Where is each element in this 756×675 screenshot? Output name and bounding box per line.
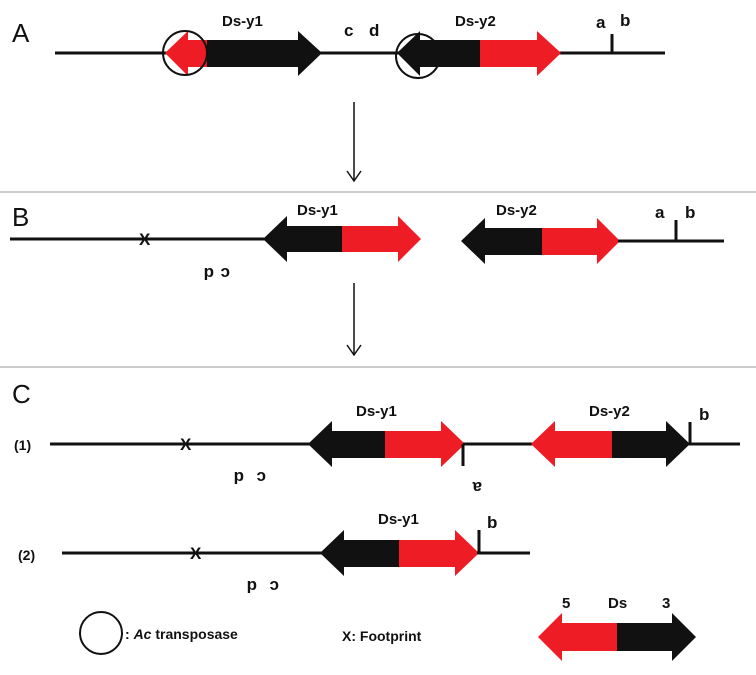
ds-y1-element [263,216,421,262]
ds-black-segment [617,613,696,661]
ds-y2-black-segment [461,218,542,264]
panel-c-letter: C [12,379,31,409]
footprint-mark: X [190,544,202,563]
marker-a: a [655,203,665,222]
ds-y1-red-segment [399,530,479,576]
row-2-tag: (2) [18,547,35,563]
marker-b: b [699,405,709,424]
ds-y1-black-segment [320,530,399,576]
ds-y1-black-segment [207,31,322,76]
panel-b: B X d c Ds-y1 Ds-y2 a b [10,202,724,283]
legend: : Ac transposase X: Footprint 5 Ds 3 [79,595,696,661]
ac-transposase-icon [395,33,441,79]
footprint-mark: X [180,435,192,454]
ds-y1-red-segment [385,421,465,467]
marker-d: d [369,21,379,40]
marker-c-inverted: c [221,264,230,283]
ds-y1-element [165,31,322,76]
ds-y2-label: Ds-y2 [496,202,537,219]
marker-a: a [596,13,606,32]
ds-y2-black-segment [397,31,480,76]
legend-transposase: : Ac transposase [125,626,238,642]
marker-c-inverted: c [270,577,279,596]
ds-y1-red-segment [165,31,207,76]
legend-footprint: X: Footprint [342,628,422,644]
marker-c-inverted: c [257,468,266,487]
ds-red-segment [538,613,617,661]
arrow-a-to-b [346,102,362,183]
ds-y1-element [320,530,479,576]
ds-y1-label: Ds-y1 [222,13,263,30]
ds-y2-red-segment [542,218,620,264]
marker-b: b [487,513,497,532]
panel-c-row-1: (1) X d c Ds-y1 a Ds-y2 b [14,403,740,497]
ds-y1-black-segment [263,216,342,262]
ds-y2-element [397,31,561,76]
ds-y1-red-segment [342,216,421,262]
ds-y2-element [461,218,620,264]
ds-y2-red-segment [531,421,612,467]
marker-c: c [344,21,353,40]
legend-ds-three: 3 [662,595,670,612]
panel-c-row-2: (2) X d c Ds-y1 b [18,511,530,596]
ds-y2-element [531,421,690,467]
ds-y2-label: Ds-y2 [589,403,630,420]
ds-y2-black-segment [612,421,690,467]
marker-a-inverted: a [472,478,482,497]
footprint-mark: X [139,230,151,249]
ac-transposase-icon [79,611,123,655]
ds-y2-red-segment [480,31,561,76]
ds-y1-label: Ds-y1 [378,511,419,528]
marker-d-inverted: d [204,264,214,283]
marker-b: b [620,11,630,30]
ds-y1-label: Ds-y1 [356,403,397,420]
ds-y2-label: Ds-y2 [455,13,496,30]
marker-d-inverted: d [247,577,257,596]
legend-ds-name: Ds [608,595,627,612]
marker-d-inverted: d [234,468,244,487]
panel-c: C (1) X d c Ds-y1 a Ds-y2 b [12,379,740,596]
ds-y1-label: Ds-y1 [297,202,338,219]
panel-a: A Ds-y1 c d Ds-y2 a b [12,11,665,79]
ds-y1-element [308,421,465,467]
panel-b-letter: B [12,202,29,232]
row-1-tag: (1) [14,437,31,453]
panel-a-letter: A [12,18,30,48]
legend-ds-five: 5 [562,595,570,612]
legend-ds-arrow [538,613,696,661]
ds-y1-black-segment [308,421,385,467]
ac-transposase-icon [162,30,208,76]
arrow-b-to-c [346,283,362,357]
marker-b: b [685,203,695,222]
